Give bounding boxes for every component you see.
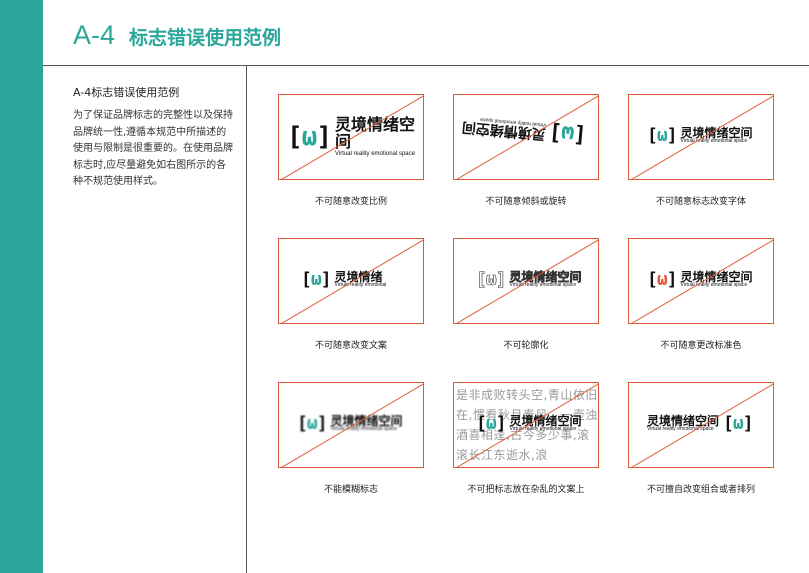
- card-caption: 不可把标志放在杂乱的文案上: [467, 485, 585, 495]
- logo-chinese-name: 灵境情绪: [334, 269, 383, 284]
- card-caption: 不可随意改变文案: [314, 341, 387, 351]
- logo-english-name: Virtual reality emotional space: [509, 426, 577, 433]
- brand-mark-icon: [ω]: [476, 269, 507, 291]
- brand-mark-icon: [ω]: [301, 269, 332, 290]
- logo-english-name: Virtual reality emotional space: [330, 426, 398, 433]
- brand-logo: [ω] 灵境情绪空间 Virtual reality emotional spa…: [297, 413, 403, 434]
- page-header: A-4 标志错误使用范例: [43, 0, 809, 65]
- card-caption: 不可随意标志改变字体: [655, 197, 746, 207]
- example-card-outlined: [ω] 灵境情绪空间 Virtual reality emotional spa…: [453, 238, 599, 324]
- sidebar-title: A-4标志错误使用范例: [73, 86, 180, 99]
- logo-chinese-name: 灵境情绪空间: [680, 125, 753, 140]
- brand-mark-icon: [ω]: [647, 269, 678, 290]
- clutter-text: 是非成败转头空,青山依旧在,惯看秋月春风。一壶浊酒喜相逢,古今多少事,滚滚长江东…: [456, 388, 598, 462]
- sidebar-description: 为了保证品牌标志的完整性以及保持品牌统一性,遵循本规范中所描述的使用与限制是很重…: [73, 110, 233, 187]
- brand-logo: [ω] 灵境情绪空间 Virtual reality emotional spa…: [647, 125, 753, 146]
- logo-english-name: Virtual reality emotional space: [680, 138, 748, 145]
- logo-english-name: Virtual reality emotional space: [334, 150, 415, 157]
- error-slash-icon: [631, 239, 773, 323]
- card-caption: 不可随意更改标准色: [660, 341, 742, 351]
- brand-mark-icon: [ω]: [476, 413, 507, 434]
- card-caption: 不可擅自改变组合或者排列: [646, 485, 755, 495]
- section-title: 标志错误使用范例: [129, 27, 282, 49]
- brand-logo: 灵境情绪空间 Virtual reality emotional space […: [647, 413, 754, 434]
- logo-chinese-name: 灵境情绪空间: [680, 269, 753, 284]
- logo-chinese-name: 灵境情绪空间: [509, 413, 582, 428]
- error-slash-icon: [631, 95, 773, 179]
- brand-logo: [ω] 灵境情绪空间 Virtual reality emotional spa…: [476, 269, 582, 291]
- example-card-recolored: [ω] 灵境情绪空间 Virtual reality emotional spa…: [628, 238, 774, 324]
- logo-english-name: Virtual reality emotional space: [647, 426, 714, 433]
- example-card-cluttered-background: 是非成败转头空,青山依旧在,惯看秋月春风。一壶浊酒喜相逢,古今多少事,滚滚长江东…: [453, 382, 599, 468]
- logo-chinese-name: 灵境情绪空间: [330, 413, 403, 428]
- section-code: A-4: [73, 20, 116, 50]
- error-slash-icon: [456, 383, 598, 467]
- page-title: A-4 标志错误使用范例: [73, 20, 281, 51]
- error-slash-icon: [281, 383, 423, 467]
- header-divider: [43, 65, 809, 66]
- brand-logo: [ω] 灵境情绪 Virtual reality emotional: [301, 269, 386, 290]
- brand-logo: [ω] 灵境情绪空间 Virtual reality emotional spa…: [476, 413, 582, 434]
- logo-chinese-name: 灵境情绪空间: [647, 413, 720, 428]
- left-accent-bar: [0, 0, 43, 573]
- card-caption: 不可随意改变比例: [314, 197, 387, 207]
- brand-mark-icon: [ω]: [723, 413, 754, 434]
- error-slash-icon: [281, 239, 423, 323]
- example-card-text-changed: [ω] 灵境情绪 Virtual reality emotional: [278, 238, 424, 324]
- column-divider: [246, 66, 247, 573]
- brand-logo: [ω] 灵境情绪空间 Virtual reality emotional spa…: [647, 269, 753, 290]
- error-slash-icon: [456, 95, 598, 179]
- brand-mark-icon: [ω]: [297, 413, 328, 434]
- brand-mark-icon: [ω]: [287, 121, 332, 152]
- card-caption: 不可轮廓化: [503, 341, 549, 351]
- example-card-rearranged: 灵境情绪空间 Virtual reality emotional space […: [628, 382, 774, 468]
- example-card-blurred: [ω] 灵境情绪空间 Virtual reality emotional spa…: [278, 382, 424, 468]
- brand-mark-icon: [ω]: [647, 125, 678, 146]
- card-caption: 不能模糊标志: [323, 485, 378, 495]
- example-card-font-changed: [ω] 灵境情绪空间 Virtual reality emotional spa…: [628, 94, 774, 180]
- logo-english-name: Virtual reality emotional space: [509, 282, 577, 289]
- error-slash-icon: [456, 239, 598, 323]
- error-slash-icon: [281, 95, 423, 179]
- example-card-stretched: [ω] 灵境情绪空间 Virtual reality emotional spa…: [278, 94, 424, 180]
- logo-english-name: Virtual reality emotional: [334, 282, 387, 289]
- card-caption: 不可随意倾斜或旋转: [485, 197, 567, 207]
- logo-chinese-name: 灵境情绪空间: [509, 269, 582, 284]
- example-card-rotated: [ω] 灵境情绪空间 Virtual reality emotional spa…: [453, 94, 599, 180]
- logo-english-name: Virtual reality emotional space: [680, 282, 748, 289]
- error-slash-icon: [631, 383, 773, 467]
